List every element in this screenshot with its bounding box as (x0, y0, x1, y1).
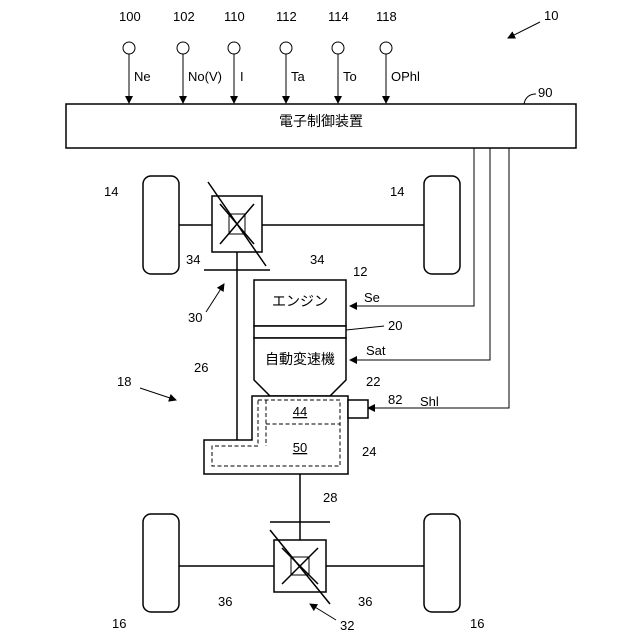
sensor-signal: No(V) (188, 69, 222, 84)
rear-wheel-ref: 16 (470, 616, 484, 631)
actuator-ref: 82 (388, 392, 402, 407)
rear-right-wheel (424, 514, 460, 612)
sensor-110: 110 I (224, 9, 245, 103)
engine-signal: Se (364, 290, 380, 305)
sensor-symbol (123, 42, 135, 54)
sensor-symbol (380, 42, 392, 54)
front-wheel-ref: 14 (104, 184, 118, 199)
controller-label: 電子制御装置 (279, 114, 363, 130)
sensor-ref: 118 (376, 9, 397, 24)
transmission-ref: 22 (366, 374, 380, 389)
front-right-wheel (424, 176, 460, 274)
front-shaft-ref: 26 (194, 360, 208, 375)
actuator (348, 400, 368, 418)
sensor-ref: 102 (173, 9, 195, 24)
coupling (254, 326, 346, 338)
transfer-case (204, 396, 348, 474)
sensor-symbol (280, 42, 292, 54)
sensor-ref: 112 (276, 9, 297, 24)
rear-axle-ref: 36 (218, 594, 232, 609)
transmission-label: 自動変速機 (265, 351, 335, 368)
sensor-signal: Ne (134, 69, 151, 84)
leader-line (524, 94, 536, 104)
rear-left-wheel (143, 514, 179, 612)
front-left-wheel (143, 176, 179, 274)
rear-differential (270, 530, 330, 604)
sensor-118: 118 OPhl (376, 9, 420, 103)
rear-axle-ref: 36 (358, 594, 372, 609)
front-axle-ref: 34 (186, 252, 200, 267)
sensor-signal: I (240, 69, 244, 84)
sensor-symbol (228, 42, 240, 54)
sensor-signal: Ta (291, 69, 306, 84)
sensor-112: 112 Ta (276, 9, 306, 103)
transmission-signal: Sat (366, 343, 386, 358)
controller-ref: 90 (538, 85, 552, 100)
transmission-control-line (350, 148, 490, 360)
engine-ref: 12 (353, 264, 367, 279)
sensor-symbol (177, 42, 189, 54)
sensor-102: 102 No(V) (173, 9, 222, 103)
figure-number-arrow (508, 22, 540, 38)
front-diff-ref: 30 (188, 310, 202, 325)
front-wheel-ref: 14 (390, 184, 404, 199)
sensor-114: 114 To (328, 9, 357, 103)
transfer-inner-top: 44 (293, 404, 307, 419)
rear-wheel-ref: 16 (112, 616, 126, 631)
rear-shaft-ref: 28 (323, 490, 337, 505)
figure-number: 10 (544, 8, 558, 23)
engine-label: エンジン (272, 294, 328, 310)
sensor-ref: 114 (328, 9, 349, 24)
actuator-signal: Shl (420, 394, 439, 409)
transfer-inner-bottom: 50 (293, 440, 307, 455)
sensor-symbol (332, 42, 344, 54)
sensor-ref: 100 (119, 9, 141, 24)
transfer-ref: 24 (362, 444, 376, 459)
front-axle-ref: 34 (310, 252, 324, 267)
coupling-ref: 20 (388, 318, 402, 333)
sensor-ref: 110 (224, 9, 245, 24)
sensor-signal: OPhl (391, 69, 420, 84)
sensor-100: 100 Ne (119, 9, 151, 103)
sensor-signal: To (343, 69, 357, 84)
vehicle-ref: 18 (117, 374, 131, 389)
rear-diff-ref: 32 (340, 618, 354, 633)
